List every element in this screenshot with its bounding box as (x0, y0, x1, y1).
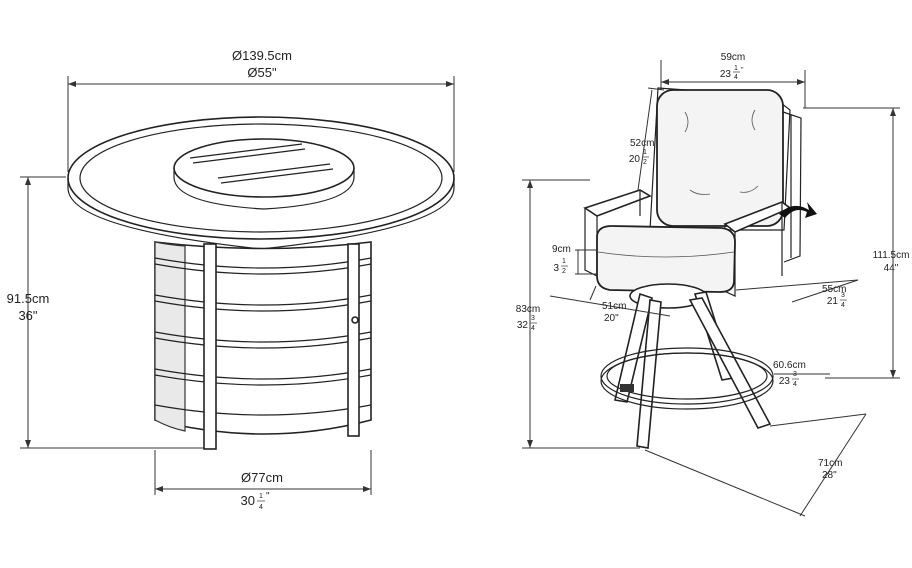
table-drawing: Ø139.5cm Ø55" 91 (7, 48, 455, 511)
chair-total-height-cm: 111.5cm (873, 250, 910, 261)
chair-seat-thickness-cm: 9cm (552, 244, 571, 255)
chair-footrest-height-in-whole: 23 (779, 376, 791, 387)
chair-base-depth-cm: 71cm (818, 458, 842, 469)
chair-leg-front-left (636, 299, 662, 449)
table-leg-left (203, 243, 217, 450)
chair-seat-depth-in-whole: 21 (827, 296, 839, 307)
chair-footrest-height-cm: 60.6cm (773, 360, 806, 371)
chair-footrest-ring (600, 347, 774, 405)
table-leg-right (347, 243, 360, 437)
chair-seat-depth-in-num: 3 (841, 292, 845, 299)
chair-back-height-in-whole: 20 (629, 154, 641, 165)
chair-footrest-height-in-num: 3 (793, 371, 797, 378)
chair-base-depth-in: 28" (822, 470, 837, 481)
table-base-diameter-in-mark: " (266, 491, 270, 502)
chair-width-in-num: 1 (734, 65, 738, 72)
chair-drawing: 59cm 23 1 4 " (516, 52, 910, 517)
table-top-diameter-cm: Ø139.5cm (232, 48, 292, 63)
table-base-diameter-in-num: 1 (259, 493, 263, 500)
chair-base-depth-line (799, 413, 867, 517)
chair-back-height-in-num: 1 (643, 149, 647, 156)
table-top-diameter-in: Ø55" (247, 65, 277, 80)
chair-back-height-cm: 52cm (630, 138, 654, 149)
table-base-diameter-in-whole: 30 (241, 493, 255, 508)
chair-seat-width-in: 20" (604, 313, 619, 324)
chair-width-cm: 59cm (721, 52, 745, 63)
table-base (154, 241, 372, 435)
svg-text:": " (741, 67, 744, 74)
chair-seat-height-cm: 83cm (516, 304, 540, 315)
chair-seat-height-in-num: 3 (531, 315, 535, 322)
chair-seat-height-in-den: 4 (531, 325, 535, 332)
chair-back-height-in-den: 2 (643, 159, 647, 166)
table-base-diameter-cm: Ø77cm (241, 470, 283, 485)
chair-width-in-whole: 23 (720, 69, 732, 80)
chair-seat-depth-cm: 55cm (822, 284, 846, 295)
table-height-in: 36" (18, 308, 37, 323)
chair-seat-thickness-in-whole: 3 (553, 263, 559, 274)
chair-footrest-height-in-den: 4 (793, 381, 797, 388)
chair-seat-width-cm: 51cm (602, 301, 626, 312)
chair-arm-left (583, 189, 652, 217)
chair-seat-depth-in-den: 4 (841, 302, 845, 309)
chair-seat-height-in-whole: 32 (517, 320, 529, 331)
burner-lid (173, 138, 355, 198)
table-base-diameter-in-den: 4 (259, 504, 263, 511)
swivel-arrow-icon (779, 202, 817, 218)
chair-total-height-in: 44" (884, 263, 899, 274)
chair-width-in-den: 4 (734, 74, 738, 81)
chair-back-cushion (656, 89, 784, 227)
chair-seat-cushion (596, 225, 736, 293)
table-height-cm: 91.5cm (7, 291, 50, 306)
chair-seat-thickness-in-den: 2 (562, 268, 566, 275)
chair-seat-thickness-in-num: 1 (562, 258, 566, 265)
